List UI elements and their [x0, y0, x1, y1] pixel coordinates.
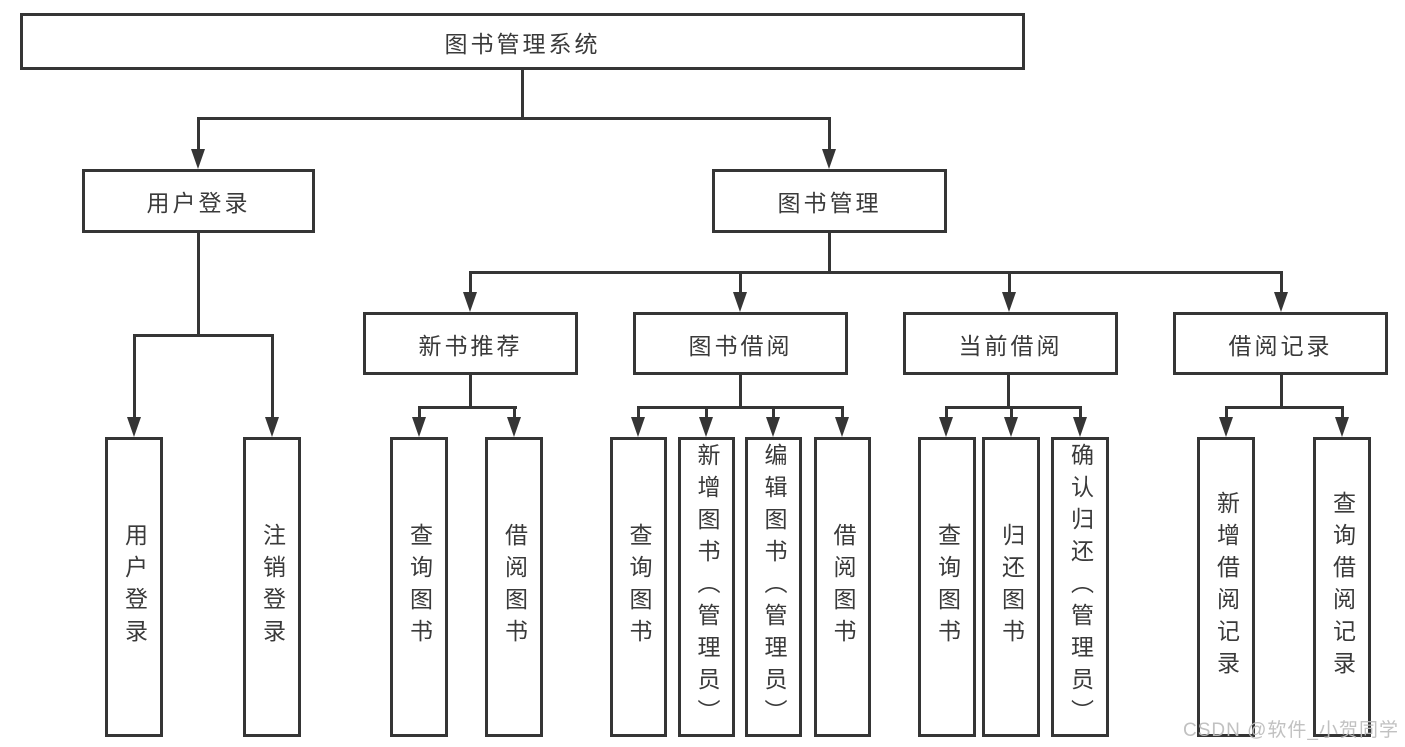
connector-to-bb-borrow	[841, 406, 844, 418]
node-label: 查询图书	[626, 523, 652, 651]
node-current-borrowing: 当前借阅	[903, 312, 1118, 375]
connector-to-cb-return	[1010, 406, 1013, 418]
arrowhead-book-management	[822, 149, 836, 169]
arrowhead-bb-add	[699, 417, 713, 437]
arrowhead-nb-borrow	[507, 417, 521, 437]
node-label: 用户登录	[121, 523, 148, 651]
arrowhead-br-add	[1219, 417, 1233, 437]
node-label: 查询借阅记录	[1329, 491, 1356, 683]
node-label: 查询图书	[934, 523, 961, 651]
node-leaf-return-books: 归还图书	[982, 437, 1040, 737]
arrowhead-bb-edit	[766, 417, 780, 437]
connector-book-borrow-crossbar	[637, 406, 844, 409]
connector-user-login-stem	[197, 233, 200, 337]
connector-to-nb-query	[418, 406, 421, 418]
node-label: 查询图书	[406, 523, 433, 651]
connector-user-login-crossbar	[133, 334, 274, 337]
connector-to-cb-confirm	[1079, 406, 1082, 418]
node-label: 图书管理	[777, 190, 882, 216]
arrowhead-cb-return	[1004, 417, 1018, 437]
node-book-borrowing: 图书借阅	[633, 312, 848, 375]
connector-new-book-stem	[469, 375, 472, 409]
connector-current-borrow-crossbar	[945, 406, 1082, 409]
node-new-book-recommendation: 新书推荐	[363, 312, 578, 375]
node-leaf-query-books-current: 查询图书	[918, 437, 976, 737]
connector-new-book-crossbar	[418, 406, 517, 409]
node-label: 图书管理系统	[444, 30, 601, 57]
node-library-management-system: 图书管理系统	[20, 13, 1025, 70]
node-label: 新书推荐	[418, 332, 523, 359]
connector-level3-crossbar	[469, 271, 1283, 274]
connector-to-br-query	[1341, 406, 1344, 418]
node-label: 归还图书	[998, 523, 1025, 651]
node-label: 用户登录	[146, 190, 251, 216]
connector-book-borrow-stem	[739, 375, 742, 409]
connector-to-leaf-login	[133, 334, 136, 418]
node-label: 新增图书（管理员）	[694, 443, 720, 731]
node-leaf-user-login: 用户登录	[105, 437, 163, 737]
connector-to-new-book	[469, 271, 472, 293]
arrowhead-cb-query	[939, 417, 953, 437]
connector-to-nb-borrow	[513, 406, 516, 418]
arrowhead-bb-query	[631, 417, 645, 437]
arrowhead-br-query	[1335, 417, 1349, 437]
node-leaf-logout: 注销登录	[243, 437, 301, 737]
node-leaf-query-books-recommend: 查询图书	[390, 437, 448, 737]
node-leaf-borrow-books-borrowing: 借阅图书	[814, 437, 871, 737]
connector-to-book-management	[828, 117, 831, 150]
node-user-login: 用户登录	[82, 169, 315, 233]
connector-to-bb-edit	[772, 406, 775, 418]
connector-to-user-login	[197, 117, 200, 150]
connector-current-borrow-stem	[1007, 375, 1010, 409]
arrowhead-nb-query	[412, 417, 426, 437]
node-borrowing-records: 借阅记录	[1173, 312, 1388, 375]
arrowhead-user-login	[191, 149, 205, 169]
arrowhead-bb-borrow	[835, 417, 849, 437]
connector-root-stem	[521, 70, 524, 118]
arrowhead-borrow-record	[1274, 292, 1288, 312]
node-book-management: 图书管理	[712, 169, 947, 233]
node-label: 编辑图书（管理员）	[761, 443, 787, 731]
node-label: 新增借阅记录	[1213, 491, 1240, 683]
node-label: 确认归还（管理员）	[1067, 443, 1094, 731]
node-label: 借阅记录	[1228, 332, 1333, 359]
connector-to-leaf-logout	[271, 334, 274, 418]
node-leaf-confirm-return-admin: 确认归还（管理员）	[1051, 437, 1109, 737]
node-label: 借阅图书	[830, 523, 856, 651]
connector-to-bb-add	[705, 406, 708, 418]
connector-borrow-record-stem	[1280, 375, 1283, 409]
node-label: 当前借阅	[958, 332, 1063, 359]
node-leaf-borrow-books-recommend: 借阅图书	[485, 437, 543, 737]
connector-to-current-borrow	[1008, 271, 1011, 293]
arrowhead-current-borrow	[1002, 292, 1016, 312]
csdn-watermark: CSDN @软件_小贺同学	[1183, 720, 1399, 741]
node-leaf-add-books-admin: 新增图书（管理员）	[678, 437, 735, 737]
arrowhead-new-book	[463, 292, 477, 312]
node-label: 借阅图书	[501, 523, 528, 651]
node-leaf-edit-books-admin: 编辑图书（管理员）	[745, 437, 802, 737]
connector-to-bb-query	[637, 406, 640, 418]
connector-to-br-add	[1225, 406, 1228, 418]
connector-level2-crossbar	[197, 117, 831, 120]
node-leaf-add-borrow-record: 新增借阅记录	[1197, 437, 1255, 737]
connector-borrow-record-crossbar	[1225, 406, 1344, 409]
node-label: 注销登录	[259, 523, 286, 651]
node-leaf-query-books-borrowing: 查询图书	[610, 437, 667, 737]
node-leaf-query-borrow-record: 查询借阅记录	[1313, 437, 1371, 737]
arrowhead-leaf-logout	[265, 417, 279, 437]
node-label: 图书借阅	[688, 332, 793, 359]
arrowhead-leaf-login	[127, 417, 141, 437]
arrowhead-cb-confirm	[1073, 417, 1087, 437]
connector-to-book-borrow	[739, 271, 742, 293]
connector-to-cb-query	[945, 406, 948, 418]
connector-book-mgmt-stem	[828, 233, 831, 272]
arrowhead-book-borrow	[733, 292, 747, 312]
connector-to-borrow-record	[1280, 271, 1283, 293]
